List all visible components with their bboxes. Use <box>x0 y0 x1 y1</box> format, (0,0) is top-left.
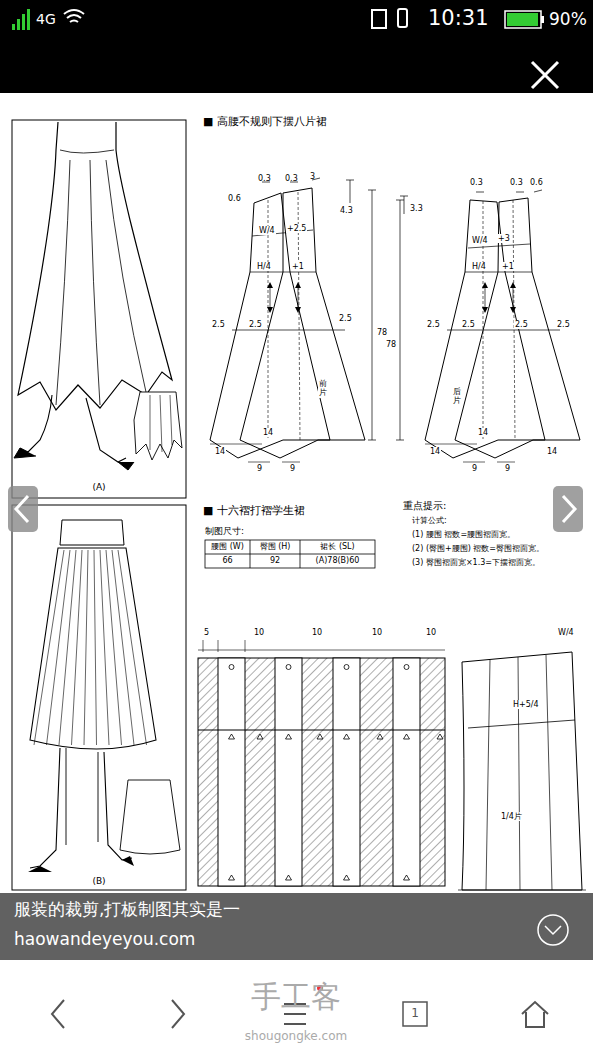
status-text: 4G <box>36 11 56 27</box>
dimension-label: 10 <box>312 628 322 637</box>
caption-text: 服装的裁剪,打板制图其实是一 <box>14 900 240 920</box>
dimension-label: 2.5 <box>556 320 571 329</box>
dimension-label: H/4 <box>256 262 272 271</box>
dimension-label: 9 <box>471 464 478 473</box>
status-battery: 90% <box>549 10 587 30</box>
dimension-label: 9 <box>256 464 263 473</box>
logo-url: shougongke.com <box>245 1030 347 1044</box>
dimension-label: 2.5 <box>338 314 353 323</box>
section-title: ■ 十六褶打褶学生裙 <box>203 505 305 518</box>
logo-text: 手工客 <box>251 980 341 1015</box>
table-cell: 66 <box>222 556 232 565</box>
caption-url: haowandeyeyou.com <box>14 930 195 950</box>
dimension-label: 78 <box>376 328 388 337</box>
dimension-label: 9 <box>504 464 511 473</box>
dimension-label: +1 <box>291 262 305 271</box>
dimension-label: 9 <box>289 464 296 473</box>
dimension-label: W/4 <box>558 628 574 637</box>
dimension-label: 78 <box>385 340 397 349</box>
dimension-label: 10 <box>426 628 436 637</box>
dimension-label: W/4 <box>258 226 276 235</box>
dimension-label: 14 <box>214 447 226 456</box>
dimension-label: 1/4片 <box>500 812 523 821</box>
dimension-label: 0.3 <box>510 178 523 187</box>
dimension-label: H/4 <box>471 262 487 271</box>
note-title: 重点提示: <box>403 500 446 512</box>
figure-label: (A) <box>92 482 105 492</box>
table-cell: (A)78(B)60 <box>316 556 360 565</box>
dimension-label: 0.3 <box>258 174 271 183</box>
table-cell: 腰围 (W) <box>211 542 244 551</box>
dimension-label: 14 <box>477 428 489 437</box>
dimension-label: +3 <box>497 234 511 243</box>
table-cell: 臀围 (H) <box>260 542 291 551</box>
dimension-label: 10 <box>254 628 264 637</box>
table-title: 制图尺寸: <box>205 526 244 536</box>
dimension-label: 0.3 <box>470 178 483 187</box>
dimension-label: +2.5 <box>286 224 307 233</box>
panel-name: 前片 <box>318 380 328 398</box>
tab-count: 1 <box>411 1007 419 1021</box>
status-time: 10:31 <box>428 6 489 30</box>
note-text: 计算公式: <box>412 516 447 525</box>
dimension-label: H+5/4 <box>512 700 540 709</box>
dimension-label: 4.3 <box>340 206 353 215</box>
dimension-label: 3.3 <box>410 204 423 213</box>
dimension-label: 2.5 <box>426 320 441 329</box>
table-cell: 裙长 (SL) <box>320 542 354 551</box>
dimension-label: 2.5 <box>211 320 226 329</box>
dimension-label: W/4 <box>471 236 489 245</box>
dimension-label: 10 <box>372 628 382 637</box>
dimension-label: 14 <box>262 428 274 437</box>
table-cell: 92 <box>270 556 280 565</box>
dimension-label: 14 <box>429 447 441 456</box>
dimension-label: 5 <box>204 628 209 637</box>
dimension-label: 2.5 <box>461 320 476 329</box>
panel-name: 后片 <box>452 388 462 406</box>
note-text: (2) (臀围+腰围) 褶数=臀围褶面宽。 <box>412 544 544 553</box>
dimension-label: 14 <box>546 447 558 456</box>
status-bar <box>64 10 84 22</box>
note-text: (1) 腰围 褶数=腰围褶面宽。 <box>412 530 515 539</box>
note-text: (3) 臀围褶面宽×1.3=下摆褶面宽。 <box>412 558 540 567</box>
dimension-label: 2.5 <box>248 320 263 329</box>
dimension-label: +1 <box>501 262 515 271</box>
dimension-label: 3 <box>310 172 315 181</box>
dimension-label: 0.6 <box>530 178 543 187</box>
dimension-label: 0.3 <box>285 174 298 183</box>
dimension-label: 0.6 <box>228 194 241 203</box>
dimension-label: 2.5 <box>514 320 529 329</box>
section-title: ■ 高腰不规则下摆八片裙 <box>203 116 327 129</box>
figure-label: (B) <box>92 876 105 886</box>
